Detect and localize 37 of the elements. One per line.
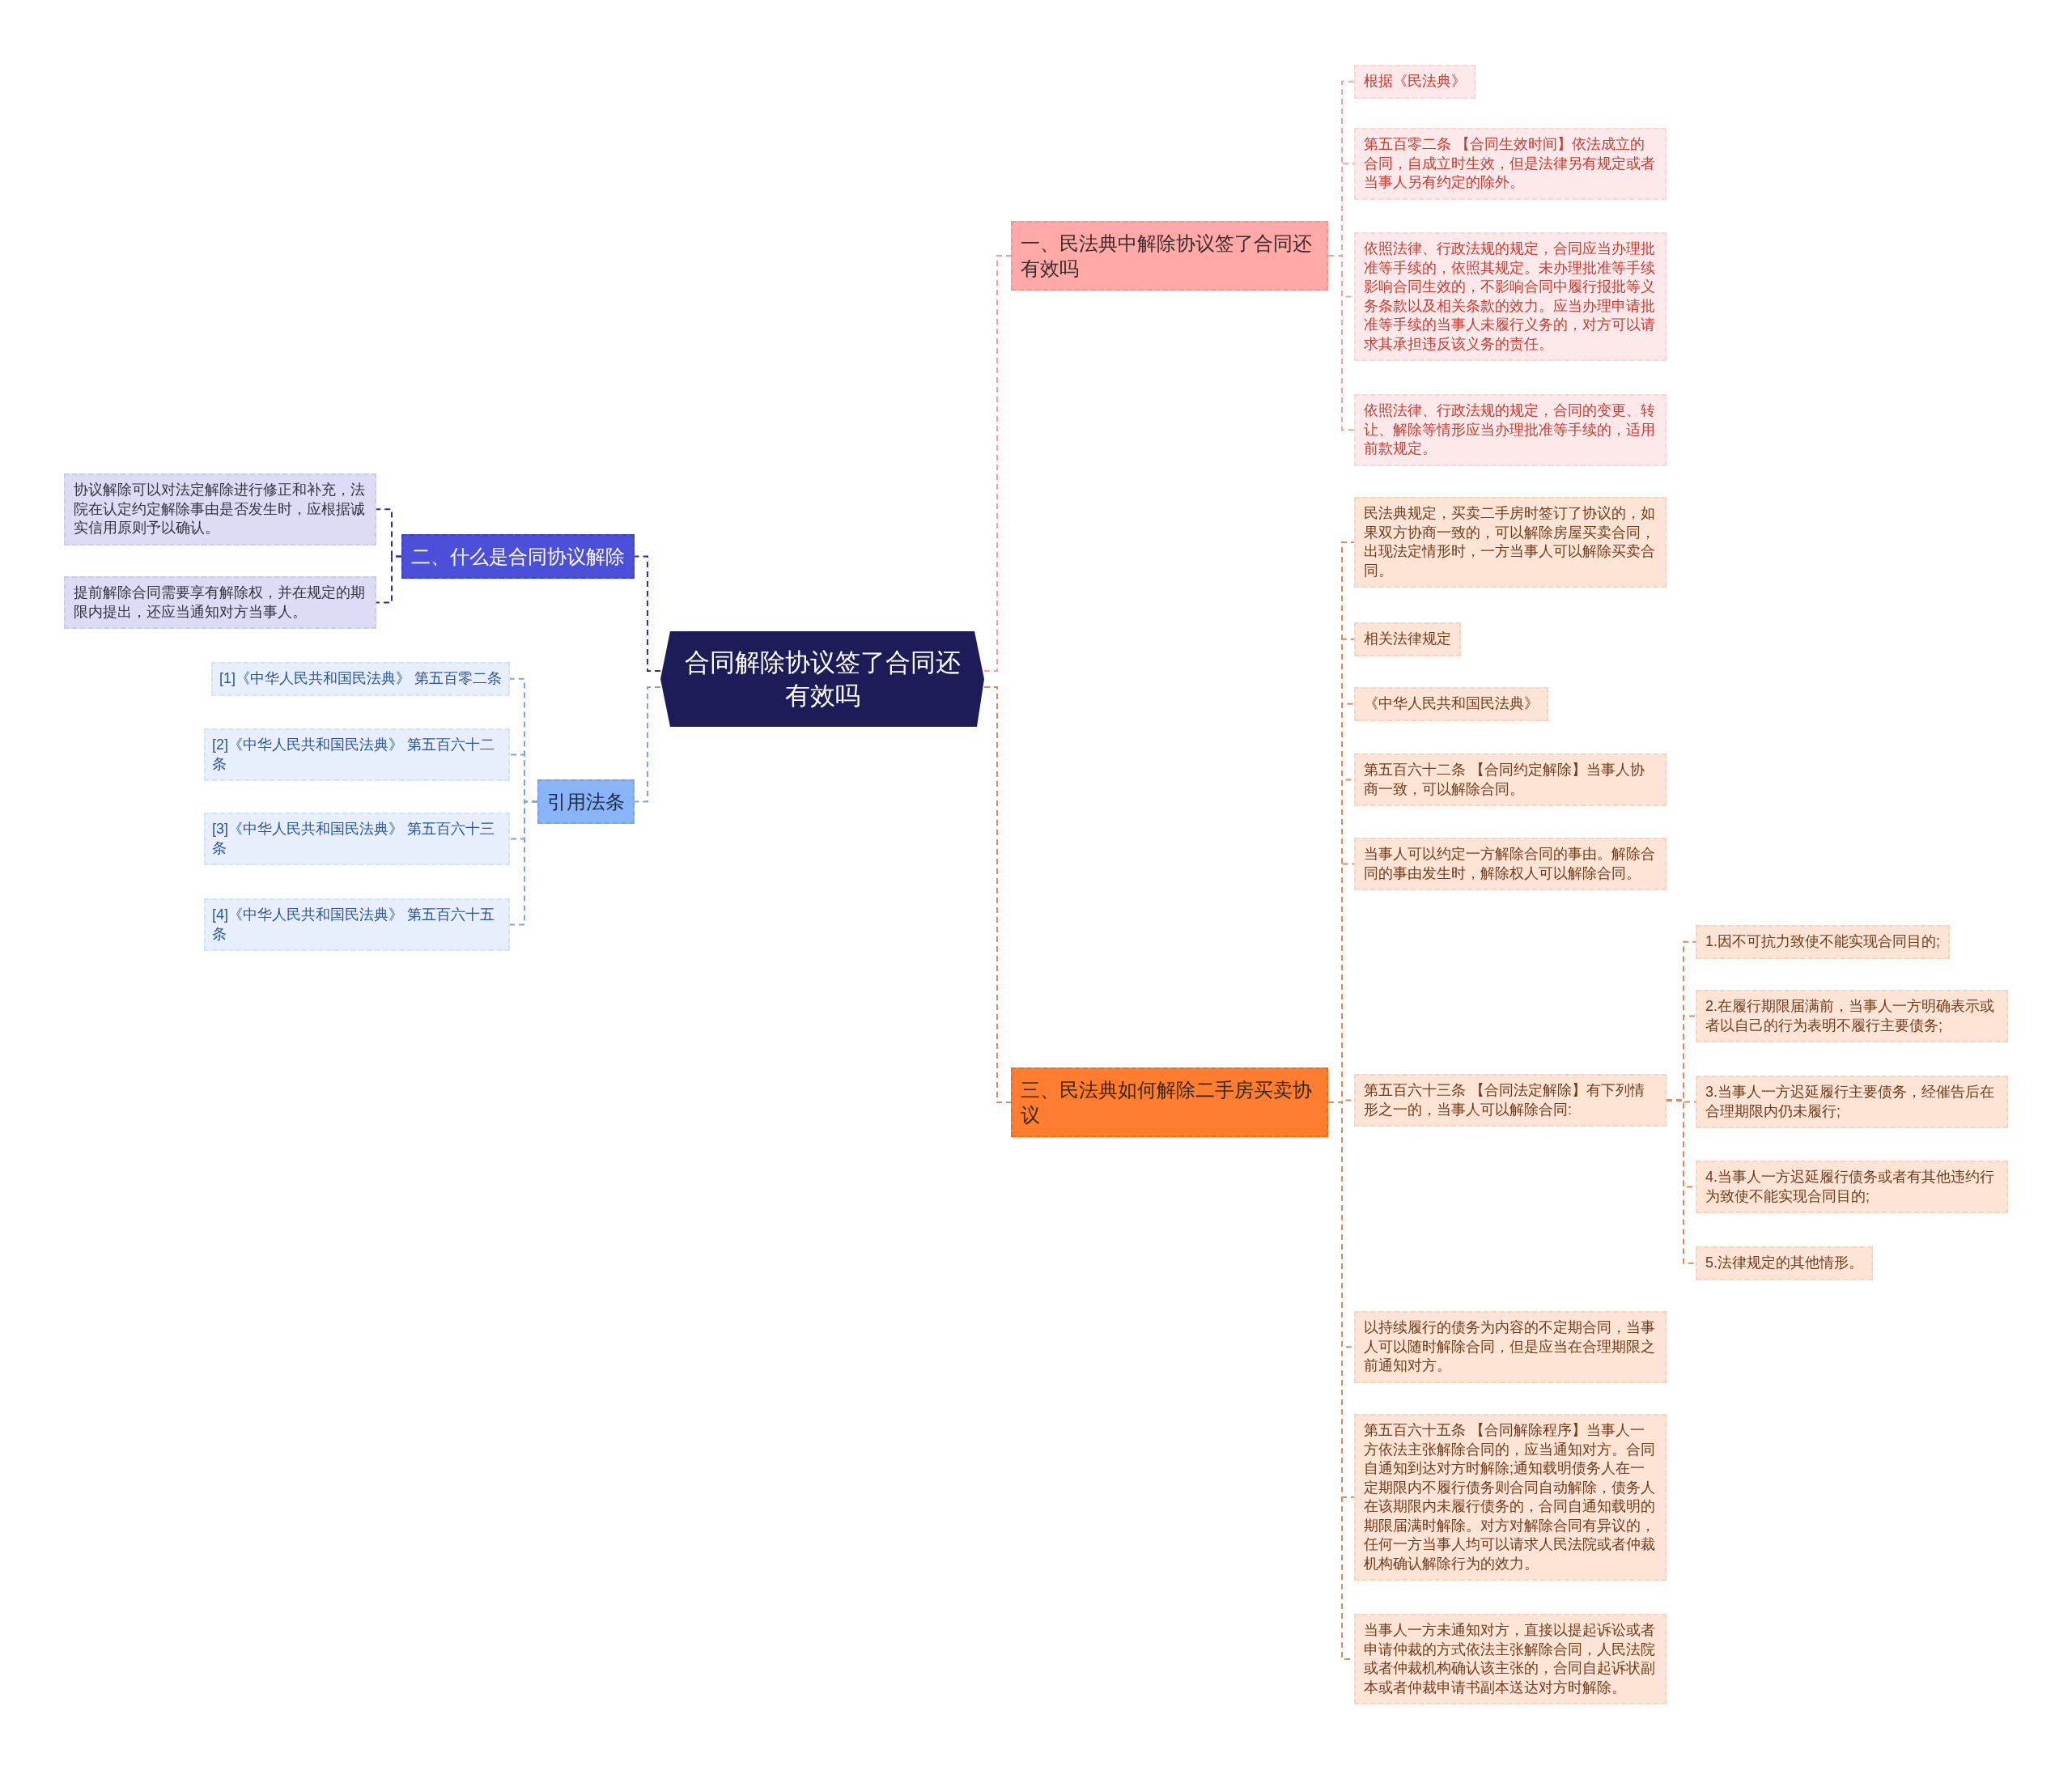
note-box: 根据《民法典》	[1354, 65, 1475, 99]
note-box: 第五百六十二条 【合同约定解除】当事人协商一致，可以解除合同。	[1354, 753, 1667, 806]
note-box: 《中华人民共和国民法典》	[1354, 687, 1548, 721]
note-box: 当事人可以约定一方解除合同的事由。解除合同的事由发生时，解除权人可以解除合同。	[1354, 838, 1667, 890]
topic-box: 二、什么是合同协议解除	[401, 534, 635, 579]
note-box: 第五百零二条 【合同生效时间】依法成立的合同，自成立时生效，但是法律另有规定或者当事人另有约定的除外。	[1354, 128, 1667, 200]
topic-box: 引用法条	[537, 779, 635, 824]
connector-line	[983, 255, 1012, 672]
reference-box: [4]《中华人民共和国民法典》 第五百六十五条	[204, 898, 510, 951]
note-box: 民法典规定，买卖二手房时签订了协议的，如果双方协商一致的，可以解除房屋买卖合同，出现法定情形时，一方当事人可以解除买卖合同。	[1354, 497, 1667, 588]
note-box: 相关法律规定	[1354, 622, 1461, 656]
connector-line	[983, 686, 1012, 1103]
note-box: 以持续履行的债务为内容的不定期合同，当事人可以随时解除合同，但是应当在合理期限之前通知对方。	[1354, 1311, 1667, 1383]
connector-line	[1666, 940, 1696, 1264]
note-box: 当事人一方未通知对方，直接以提起诉讼或者申请仲裁的方式依法主张解除合同，人民法院或者仲裁机构确认该主张的，合同自起诉状副本或者仲裁申请书副本送达对方时解除。	[1354, 1614, 1667, 1704]
connector-line	[634, 555, 661, 672]
reference-box: [2]《中华人民共和国民法典》 第五百六十二条	[204, 728, 510, 781]
note-box: 提前解除合同需要享有解除权，并在规定的期限内提出，还应当通知对方当事人。	[64, 576, 376, 629]
note-box: 2.在履行期限届满前，当事人一方明确表示或者以自己的行为表明不履行主要债务;	[1696, 990, 2008, 1042]
connector-line	[509, 677, 538, 926]
note-box: 1.因不可抗力致使不能实现合同目的;	[1696, 925, 1950, 959]
note-box: 第五百六十五条 【合同解除程序】当事人一方依法主张解除合同的，应当通知对方。合同自通知到达对方时解除;通知载明债务人在一定期限内不履行债务则合同自动解除，债务人在该期限内未履行债务的，合同自通知载明的期限届满时解除。对方对解除合同有异议的，任何一方当事人均可以请求人民法院或者仲裁机构确认解除行为的效力。	[1354, 1414, 1667, 1581]
connector-line	[376, 508, 402, 604]
reference-box: [3]《中华人民共和国民法典》 第五百六十三条	[204, 813, 510, 865]
topic-box: 一、民法典中解除协议签了合同还有效吗	[1011, 221, 1328, 291]
note-box: 4.当事人一方迟延履行债务或者有其他违约行为致使不能实现合同目的;	[1696, 1161, 2008, 1213]
reference-box: [1]《中华人民共和国民法典》 第五百零二条	[211, 662, 510, 696]
note-box: 依照法律、行政法规的规定，合同应当办理批准等手续的，依照其规定。未办理批准等手续影响合同生效的，不影响合同中履行报批等义务条款以及相关条款的效力。应当办理申请批准等手续的当事人未履行义务的，对方可以请求其承担违反该义务的责任。	[1354, 232, 1667, 361]
note-box: 5.法律规定的其他情形。	[1696, 1246, 1873, 1280]
note-box: 协议解除可以对法定解除进行修正和补充，法院在认定约定解除事由是否发生时，应根据诚实信用原则予以确认。	[64, 473, 376, 545]
connector-line	[1327, 541, 1355, 1660]
note-box: 第五百六十三条 【合同法定解除】有下列情形之一的，当事人可以解除合同:	[1354, 1074, 1667, 1127]
note-box: 3.当事人一方迟延履行主要债务，经催告后在合理期限内仍未履行;	[1696, 1076, 2008, 1128]
topic-box: 三、民法典如何解除二手房买卖协议	[1011, 1068, 1328, 1137]
connector-line	[634, 686, 661, 803]
note-box: 依照法律、行政法规的规定，合同的变更、转让、解除等情形应当办理批准等手续的，适用前款规定。	[1354, 394, 1667, 466]
connector-line	[1327, 80, 1355, 431]
